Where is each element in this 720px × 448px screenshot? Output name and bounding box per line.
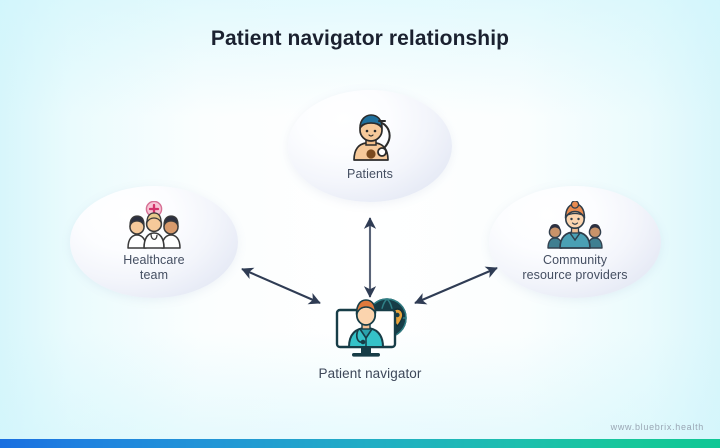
node-patients[interactable]: Patients [288,90,452,202]
node-patient-navigator[interactable]: Patient navigator [282,296,458,392]
node-patient-navigator-label: Patient navigator [318,366,422,381]
medical-team-icon [125,200,183,249]
page-title: Patient navigator relationship [210,27,510,50]
node-community-resource-providers[interactable]: Community resource providers [489,186,661,298]
footer-gradient-bar [0,439,720,448]
community-group-icon [546,200,604,249]
node-patients-label: Patients [347,166,393,181]
node-healthcare-team-label: Healthcare team [123,253,185,282]
node-community-label: Community resource providers [522,253,628,282]
patient-with-stethoscope-icon [342,111,398,161]
watermark-url: www.bluebrix.health [610,422,704,432]
node-healthcare-team[interactable]: Healthcare team [70,186,238,298]
telehealth-navigator-icon [327,296,413,360]
